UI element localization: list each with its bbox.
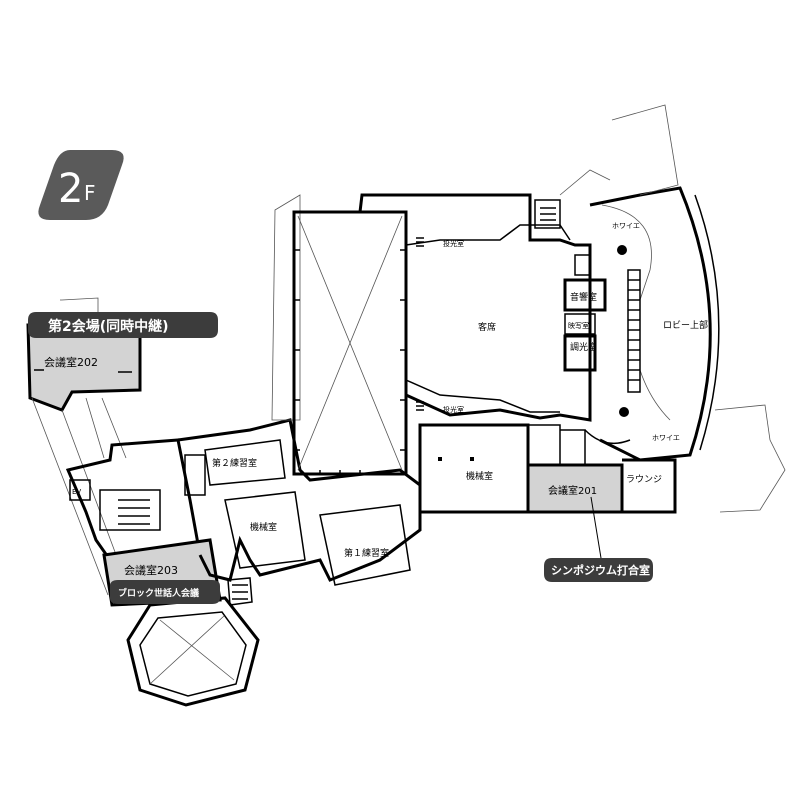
outline-right <box>714 404 786 513</box>
floor-suffix: F <box>84 181 96 205</box>
room-label-kaigi203: 会議室203 <box>124 563 178 577</box>
room-label-toko-top: 投光室 <box>443 239 464 248</box>
room-label-lobby: ロビー上部 <box>663 319 708 331</box>
lobby-area: ホワイエ ホワイエ ロビー上部 <box>584 186 720 462</box>
room-label-kikai-main: 機械室 <box>466 470 493 482</box>
octagon-room <box>126 596 260 707</box>
middle-block: 第２練習室 機械室 第１練習室 <box>177 418 422 606</box>
control-rooms: 音響室 映写室 調光室 <box>563 254 607 372</box>
venue-tag: 第2会場(同時中継) <box>28 312 218 338</box>
symposium-tag-text: シンポジウム打合室 <box>551 563 650 577</box>
venue-tag-text: 第2会場(同時中継) <box>48 318 169 335</box>
block-tag-text: ブロック世話人会議 <box>118 587 199 599</box>
room-label-renshu2: 第２練習室 <box>212 457 257 469</box>
floor-number: 2 <box>58 166 83 212</box>
room-label-onkyo: 音響室 <box>570 291 597 303</box>
outline-top-left <box>60 297 99 318</box>
room-label-kyakuseki: 客席 <box>478 321 496 333</box>
small-rooms <box>528 424 586 465</box>
room-label-foyer-bottom: ホワイエ <box>652 434 680 442</box>
outline-top-right <box>611 104 679 196</box>
symposium-leader-line <box>590 496 602 559</box>
room-kikai-main: 機械室 <box>418 423 530 514</box>
room-label-kaigi201: 会議室201 <box>548 484 597 497</box>
block-tag: ブロック世話人会議 <box>110 580 220 604</box>
floor-badge: 2 F <box>38 150 124 220</box>
room-label-kikai-side: 機械室 <box>250 521 277 533</box>
room-label-foyer-top: ホワイエ <box>612 222 640 230</box>
room-label-eishi: 映写室 <box>568 321 589 330</box>
room-lounge: ラウンジ <box>622 458 677 514</box>
room-label-choko: 調光室 <box>570 341 597 353</box>
outline-stage-back <box>271 194 301 421</box>
ev-label: EV <box>72 488 81 496</box>
room-label-toko-bottom: 投光室 <box>443 405 464 414</box>
stair-top <box>534 199 561 229</box>
room-label-kaigi202: 会議室202 <box>44 355 98 369</box>
symposium-tag: シンポジウム打合室 <box>544 558 653 582</box>
room-label-lounge: ラウンジ <box>626 474 662 485</box>
room-kaigi201: 会議室201 <box>526 463 624 514</box>
stair-ev-block: EV <box>65 438 202 562</box>
auditorium: 客席 投光室 投光室 <box>358 193 592 422</box>
outline-top-stair <box>559 169 611 196</box>
room-kaigi202: 会議室202 <box>26 323 142 412</box>
stage-area <box>292 210 408 476</box>
room-label-renshu1: 第１練習室 <box>344 547 389 559</box>
